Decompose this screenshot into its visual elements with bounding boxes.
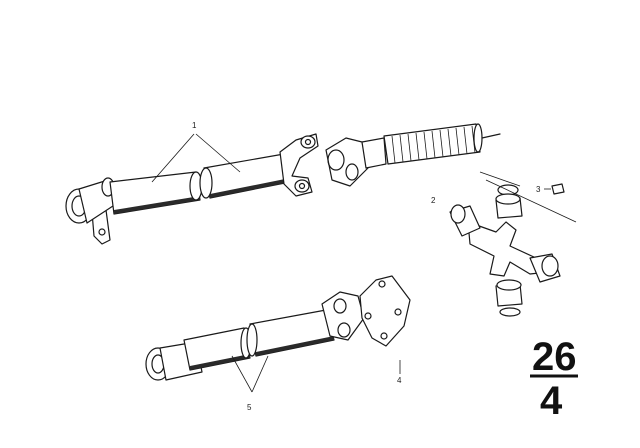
lower-tube-2 [249, 309, 335, 357]
bracket-hole [98, 228, 106, 236]
propeller-shaft-rear-section [199, 133, 319, 199]
callout-2-label: 2 [431, 196, 436, 205]
spline-teeth [391, 125, 476, 164]
callout-1: 1 [151, 121, 241, 183]
group-number-top: 26 [532, 335, 577, 379]
group-number-bottom: 4 [540, 379, 563, 423]
drive-flange [359, 275, 411, 347]
universal-joint-assembly: 3 2 [431, 171, 577, 317]
grease-nipple [551, 183, 565, 195]
callout-1-label: 1 [192, 121, 197, 130]
group-number: 26 4 [530, 335, 578, 423]
lower-propeller-shaft: 4 5 [145, 275, 411, 412]
slip-yoke-head [325, 137, 369, 187]
shaft-tube-2 [203, 153, 291, 199]
callout-4-label: 4 [397, 376, 402, 385]
callout-5-label: 5 [247, 403, 252, 412]
splined-slip-yoke [325, 123, 501, 187]
callout-3-label: 3 [536, 185, 541, 194]
propeller-shaft-front-section [65, 171, 203, 245]
